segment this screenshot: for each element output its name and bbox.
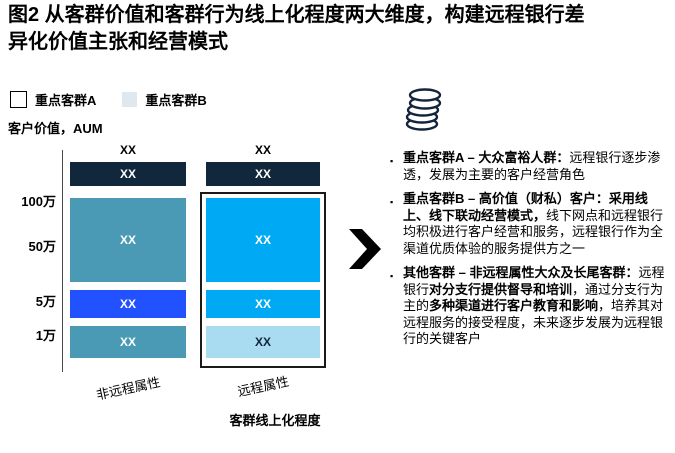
coin-stack-icon — [405, 88, 442, 131]
x-axis-title: 客群线上化程度 — [229, 413, 321, 428]
bullet-c-body-1: 远程银行 — [403, 265, 665, 297]
y-tick-100w: 100万 — [21, 194, 56, 209]
bullet-c-emphasis-2: 多种渠道进行客户教育和影响 — [429, 298, 599, 313]
bullet-text: 重点客群B – 高价值（财私）客户：采用线上、线下联动经营模式，线下网点和远程银… — [403, 191, 670, 257]
y-tick-5w: 5万 — [35, 294, 56, 309]
matrix-cell-left-top: XX — [70, 162, 186, 186]
matrix-cell-right-top: XX — [206, 162, 320, 186]
legend-swatch-b-icon — [122, 92, 138, 107]
bullet-a-lead: 重点客群A – 大众富裕人群： — [403, 150, 570, 165]
legend: 重点客群A 重点客群B — [10, 90, 207, 109]
bullet-b-lead: 重点客群B – 高价值（财私）客户： — [403, 191, 609, 206]
right-column-top-value: XX — [254, 143, 271, 157]
bullet-text: 重点客群A – 大众富裕人群：远程银行逐步渗透，发展为主要的客户经营角色 — [403, 150, 670, 183]
x-category-non-remote: 非远程属性 — [94, 374, 162, 403]
bullet-marker-icon: ▪ — [390, 271, 394, 281]
bullet-c-body-3: ，培养其对远程服务的接受程度，未来逐步发展为远程银行的关键客户 — [403, 298, 664, 346]
bullet-segment-other: ▪ 其他客群 – 非远程属性大众及长尾客群：远程银行对分支行提供督导和培训，通过… — [390, 265, 670, 348]
y-tick-1w: 1万 — [35, 328, 56, 343]
matrix-cell-left-middle: XX — [70, 290, 186, 318]
matrix-cell-left-bottom: XX — [70, 326, 186, 358]
legend-swatch-a-icon — [10, 91, 27, 108]
y-axis-title: 客户价值，AUM — [8, 121, 103, 136]
matrix-cell-right-bottom: XX — [206, 326, 320, 358]
annotation-list: ▪ 重点客群A – 大众富裕人群：远程银行逐步渗透，发展为主要的客户经营角色 ▪… — [390, 150, 670, 348]
bullet-segment-a: ▪ 重点客群A – 大众富裕人群：远程银行逐步渗透，发展为主要的客户经营角色 — [390, 150, 670, 183]
chevron-right-icon — [349, 229, 381, 269]
bullet-segment-b: ▪ 重点客群B – 高价值（财私）客户：采用线上、线下联动经营模式，线下网点和远… — [390, 191, 670, 257]
bullet-c-lead: 其他客群 – 非远程属性大众及长尾客群： — [403, 265, 639, 280]
legend-label-a: 重点客群A — [35, 93, 97, 108]
bullet-b-body: 线下网点和远程银行均积极进行客户经营和服务，远程银行作为全渠道优质体验的服务提供… — [403, 207, 664, 256]
bullet-c-emphasis-1: 对分支行提供督导和培训 — [429, 281, 573, 297]
matrix-cell-right-middle: XX — [206, 290, 320, 318]
x-category-remote: 远程属性 — [236, 373, 291, 400]
bullet-c-body-2: ，通过分支行为主的 — [403, 281, 664, 314]
bullet-a-body: 远程银行逐步渗透，发展为主要的客户经营角色 — [403, 150, 661, 182]
figure-title: 图2 从客群价值和客群行为线上化程度两大维度，构建远程银行差异化价值主张和经营模… — [8, 4, 585, 53]
bullet-marker-icon: ▪ — [390, 156, 394, 166]
y-tick-50w: 50万 — [28, 239, 56, 254]
legend-label-b: 重点客群B — [145, 93, 207, 108]
legend-item-a: 重点客群A — [10, 90, 96, 109]
matrix-cell-right-upper: XX — [206, 198, 320, 282]
bullet-marker-icon: ▪ — [390, 197, 394, 207]
legend-item-b: 重点客群B — [122, 90, 207, 109]
bullet-text: 其他客群 – 非远程属性大众及长尾客群：远程银行对分支行提供督导和培训，通过分支… — [403, 265, 670, 348]
bullet-b-emphasis: 采用线上、线下联动经营模式， — [403, 191, 648, 223]
y-axis-line — [62, 150, 63, 372]
matrix-cell-left-upper: XX — [70, 198, 186, 282]
left-column-top-value: XX — [119, 143, 136, 157]
